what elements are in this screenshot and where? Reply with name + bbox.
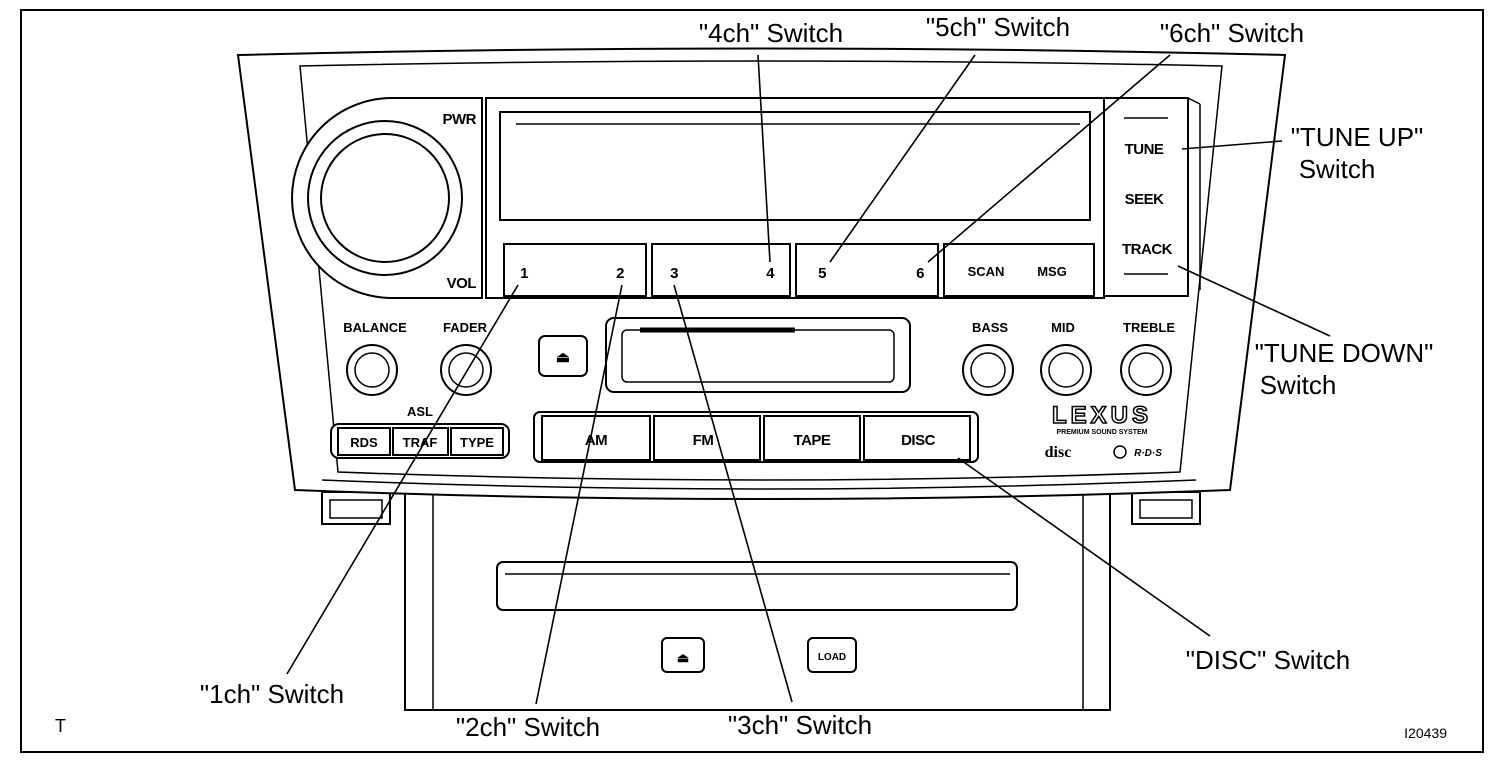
leader-3ch: [673, 284, 793, 703]
preset-1-label: 1: [520, 265, 528, 282]
leader-1ch: [286, 284, 519, 675]
track-label: TRACK: [1122, 241, 1173, 258]
preset-row: [503, 243, 1095, 297]
type-label: TYPE: [460, 435, 494, 450]
rds-label: RDS: [350, 435, 378, 450]
callout-2ch: "2ch" Switch: [456, 712, 600, 742]
leader-lines: [286, 54, 1331, 705]
asl-label: ASL: [407, 404, 433, 419]
cd-changer-unit: ⏏ LOAD: [404, 489, 1111, 711]
cd-eject-button[interactable]: [661, 637, 705, 673]
tune-label: TUNE: [1125, 141, 1164, 158]
balance-label: BALANCE: [343, 320, 407, 335]
figure-id: I20439: [1404, 725, 1447, 741]
corner-mark: T: [55, 716, 66, 736]
tape-eject-button[interactable]: [538, 335, 588, 377]
figure-border: [20, 9, 1484, 753]
callout-5ch: "5ch" Switch: [926, 12, 1070, 42]
type-button[interactable]: [450, 427, 504, 456]
callout-disc: "DISC" Switch: [1186, 645, 1350, 675]
disc-button-label: DISC: [901, 432, 936, 449]
preset-2-label: 2: [616, 265, 624, 282]
traf-label: TRAF: [403, 435, 438, 450]
cd-slot: [496, 561, 1018, 611]
callout-4ch: "4ch" Switch: [699, 18, 843, 48]
cassette-slot: [605, 317, 911, 393]
pwr-label: PWR: [443, 111, 477, 128]
callout-1ch: "1ch" Switch: [200, 679, 344, 709]
fm-label: FM: [693, 432, 714, 449]
preset-5-label: 5: [818, 265, 826, 282]
disc-button[interactable]: [863, 415, 971, 461]
load-button[interactable]: [807, 637, 857, 673]
right-bracket: [1131, 491, 1201, 525]
leader-4ch: [757, 54, 771, 263]
preset-6-label: 6: [916, 265, 924, 282]
callout-tune-up-line1: "TUNE UP": [1291, 122, 1424, 152]
lexus-logo: LEXUS: [1052, 402, 1152, 429]
callout-3ch: "3ch" Switch: [728, 710, 872, 740]
preset-4-label: 4: [766, 265, 775, 282]
leader-tune-down: [1177, 265, 1331, 337]
leader-disc: [957, 457, 1211, 637]
compact-disc-logo: disc: [1045, 444, 1072, 461]
leader-2ch: [535, 284, 623, 705]
tune-seek-track-rocker[interactable]: [1103, 97, 1189, 297]
tape-label: TAPE: [794, 432, 831, 449]
seek-label: SEEK: [1125, 191, 1165, 208]
mid-label: MID: [1051, 320, 1075, 335]
scan-msg-button[interactable]: [943, 243, 1095, 297]
load-label: LOAD: [818, 652, 846, 663]
callout-tune-down-line1: "TUNE DOWN": [1255, 338, 1434, 368]
leader-5ch: [829, 54, 976, 263]
callout-tune-down-line2: Switch: [1260, 370, 1337, 400]
bass-label: BASS: [972, 320, 1008, 335]
am-button[interactable]: [541, 415, 651, 461]
volume-knob[interactable]: [291, 97, 483, 299]
fader-label: FADER: [443, 320, 488, 335]
msg-label: MSG: [1037, 264, 1067, 279]
rds-logo: R·D·S: [1134, 448, 1162, 459]
scan-label: SCAN: [968, 264, 1005, 279]
rds-button[interactable]: [337, 427, 391, 456]
rds-logo-icon: [1113, 445, 1127, 459]
leader-6ch: [927, 54, 1171, 263]
callout-tune-up-line2: Switch: [1299, 154, 1376, 184]
preset-3-label: 3: [670, 265, 678, 282]
preset-button-5-6[interactable]: [795, 243, 939, 297]
cd-eject-icon: ⏏: [677, 650, 689, 665]
fm-button[interactable]: [653, 415, 761, 461]
display-screen: [499, 111, 1091, 221]
vol-label: VOL: [447, 275, 477, 292]
treble-label: TREBLE: [1123, 320, 1175, 335]
tape-button[interactable]: [763, 415, 861, 461]
tape-eject-icon: ⏏: [556, 349, 570, 366]
callout-6ch: "6ch" Switch: [1160, 18, 1304, 48]
premium-sound-label: PREMIUM SOUND SYSTEM: [1056, 429, 1147, 436]
leader-tune-up: [1181, 140, 1283, 150]
